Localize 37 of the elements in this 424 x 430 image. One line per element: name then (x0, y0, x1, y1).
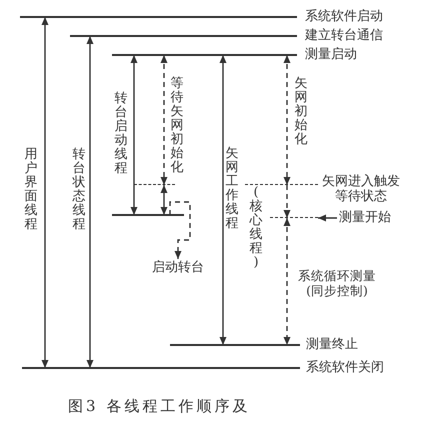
event-label: 矢网进入触发等待状态 (321, 174, 401, 204)
arrow (220, 55, 226, 345)
event-label: 建立转台通信 (305, 28, 383, 43)
event-label: 系统软件启动 (305, 9, 383, 24)
event-line (70, 35, 297, 37)
arrow (42, 17, 48, 368)
event-line (112, 214, 184, 216)
arrow (160, 185, 168, 215)
arrow (160, 55, 168, 185)
edge-label: 等待矢网初始化 (170, 77, 184, 175)
arrow (284, 55, 290, 185)
edge-label: 转台启动线程 (114, 92, 128, 176)
arrow (284, 218, 290, 345)
event-line (270, 217, 318, 218)
edge-label: 用户界面线程 (24, 148, 38, 232)
thread-note: (核心线程) (249, 186, 263, 270)
event-label: 测量终止 (306, 337, 358, 352)
event-line (20, 16, 297, 18)
event-label: 测量开始 (339, 210, 391, 225)
arrow (318, 214, 337, 222)
event-line (170, 344, 300, 346)
edge-label: 系统循环测量(同步控制) (297, 268, 377, 298)
event-line (245, 184, 318, 185)
edge-label: 矢网工作线程 (225, 147, 239, 231)
event-line (134, 184, 175, 185)
event-label: 启动转台 (150, 260, 206, 275)
edge-label: 转台状态线程 (72, 148, 86, 232)
arrow (284, 185, 290, 218)
arrow (130, 55, 138, 215)
edge-label: 矢网初始化 (294, 77, 308, 147)
event-line (22, 367, 300, 369)
figure-caption: 图3 各线程工作顺序及 (68, 397, 250, 416)
arrow (86, 36, 94, 368)
arrow (169, 201, 191, 259)
event-label: 系统软件关闭 (306, 360, 384, 375)
event-label: 测量启动 (305, 47, 357, 62)
event-line (112, 54, 297, 56)
